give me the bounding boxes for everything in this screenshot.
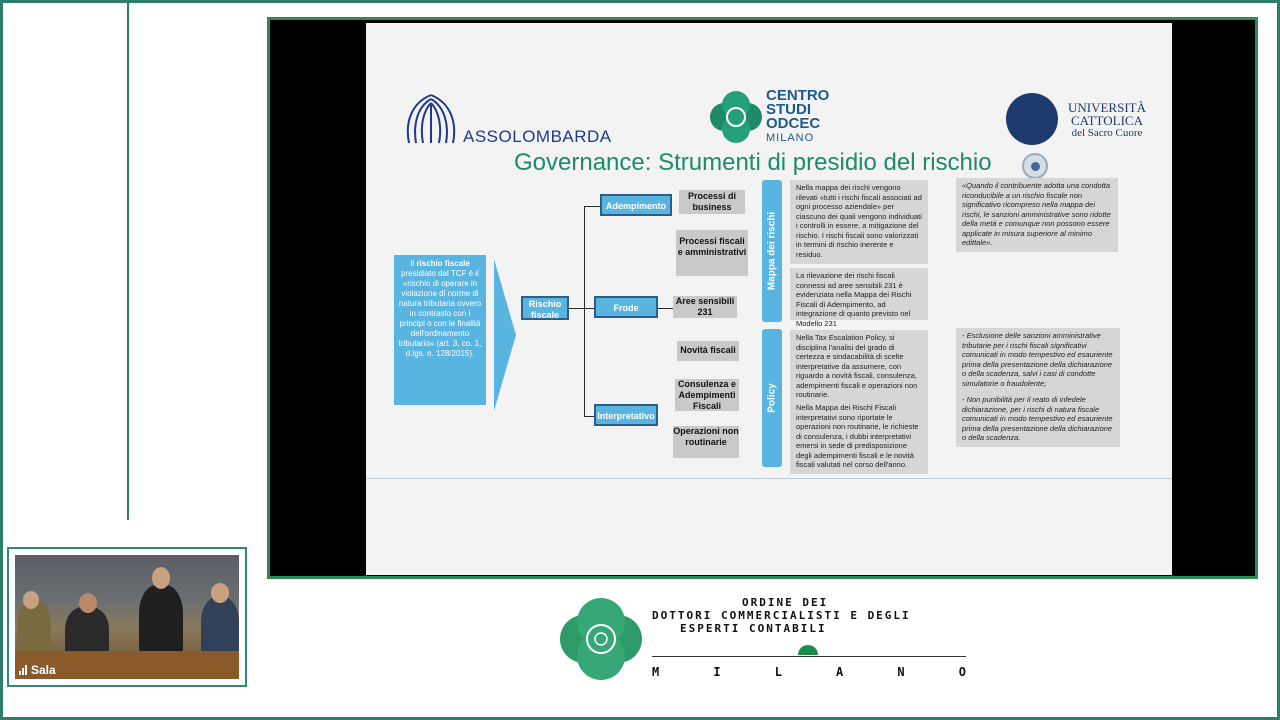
duomo-icon <box>798 645 818 655</box>
item-processi-business: Processi di business <box>679 190 745 214</box>
person-head <box>152 567 170 589</box>
frame-border-bottom <box>0 717 1280 720</box>
note-mappa-1: Nella mappa dei rischi vengono rilevati … <box>790 180 928 264</box>
odcec-line: ORDINE DEI <box>742 596 829 609</box>
room-label-text: Sala <box>31 663 56 677</box>
camera-thumbnail[interactable]: Sala <box>7 547 247 687</box>
note-policy-1: Nella Tax Escalation Policy, si discipli… <box>790 330 928 400</box>
universita-logo-text: UNIVERSITÀ CATTOLICA del Sacro Cuore <box>1068 101 1146 140</box>
category-frode: Frode <box>594 296 658 318</box>
definition-text: presidiato dal TCF è il «rischio di oper… <box>398 269 482 358</box>
city-letter: A <box>836 665 844 679</box>
rischio-fiscale-definition: Il rischio fiscale presidiato dal TCF è … <box>394 255 486 405</box>
person-head <box>211 583 229 603</box>
presentation-slide: ASSOLOMBARDA CENTRO STUDI ODCEC MILANO U… <box>366 23 1172 575</box>
person <box>201 597 239 661</box>
odcec-name: ORDINE DEI DOTTORI COMMERCIALISTI E DEGL… <box>652 596 911 635</box>
centro-studi-logo-text: CENTRO STUDI ODCEC MILANO <box>766 87 830 145</box>
tab-label: Mappa dei rischi <box>766 211 778 291</box>
signal-icon <box>19 665 27 675</box>
logo-line: MILANO <box>766 132 815 144</box>
odcec-line: ESPERTI CONTABILI <box>680 622 827 635</box>
note-policy-2: Nella Mappa dei Rischi Fiscali interpret… <box>790 400 928 474</box>
slide-title: Governance: Strumenti di presidio del ri… <box>514 149 992 176</box>
odcec-line: DOTTORI COMMERCIALISTI E DEGLI <box>652 609 911 622</box>
item-novita-fiscali: Novità fiscali <box>677 341 739 361</box>
connector-line <box>569 308 584 309</box>
main-video[interactable]: ASSOLOMBARDA CENTRO STUDI ODCEC MILANO U… <box>267 17 1258 579</box>
logo-line: del Sacro Cuore <box>1071 127 1143 139</box>
logo-line: UNIVERSITÀ <box>1068 100 1146 115</box>
frame-border-right <box>1277 0 1280 720</box>
city-letter: L <box>774 665 782 679</box>
note-punibilita: - Non punibilità per il reato di infedel… <box>956 392 1120 447</box>
logo-line: CENTRO <box>766 87 830 104</box>
logo-line: CATTOLICA <box>1071 113 1143 128</box>
city-letter: N <box>897 665 905 679</box>
camera-feed: Sala <box>15 555 239 679</box>
room-label: Sala <box>19 663 56 677</box>
category-interpretativo: Interpretativo <box>594 404 658 426</box>
centro-studi-logo-icon <box>710 91 762 143</box>
tab-label: Policy <box>766 383 778 413</box>
slide-divider <box>366 478 1172 479</box>
note-mappa-2: La rilevazione dei rischi fiscali connes… <box>790 268 928 328</box>
risk-eye-icon <box>1022 153 1048 179</box>
person <box>139 585 183 655</box>
definition-text: Il <box>410 259 415 268</box>
logo-line: ODCEC <box>766 115 821 132</box>
person-head <box>79 593 97 613</box>
city-letter: M <box>652 665 660 679</box>
note-quote: «Quando il contribuente adotta una condo… <box>956 178 1118 252</box>
definition-bold: rischio fiscale <box>416 259 470 268</box>
frame-border-left <box>0 0 3 720</box>
tab-mappa-dei-rischi: Mappa dei rischi <box>762 180 782 322</box>
assolombarda-logo-text: ASSOLOMBARDA <box>463 127 612 146</box>
connector-line <box>584 206 600 207</box>
tab-policy: Policy <box>762 329 782 467</box>
city-letter: O <box>958 665 966 679</box>
item-consulenza: Consulenza e Adempimenti Fiscali <box>675 379 739 411</box>
arrow-right-icon <box>494 259 516 411</box>
odcec-city: M I L A N O <box>652 665 966 679</box>
connector-line <box>584 308 594 309</box>
connector-line <box>584 206 585 416</box>
frame-border-top <box>0 0 1280 3</box>
item-processi-fiscali: Processi fiscali e amministrativi <box>676 230 748 276</box>
item-aree-sensibili: Aree sensibili 231 <box>673 296 737 318</box>
desk <box>15 651 239 679</box>
city-letter: I <box>713 665 721 679</box>
odcec-rule <box>652 656 966 657</box>
item-operazioni: Operazioni non routinarie <box>673 426 739 458</box>
rischio-fiscale-node: Rischio fiscale <box>521 296 569 320</box>
logo-line: STUDI <box>766 101 811 118</box>
category-adempimento: Adempimento <box>600 194 672 216</box>
connector-line <box>658 308 674 309</box>
connector-line <box>584 416 594 417</box>
divider-line <box>127 0 129 520</box>
universita-seal-icon <box>1006 93 1058 145</box>
odcec-logo-icon <box>560 598 642 680</box>
person-head <box>23 591 39 609</box>
assolombarda-logo-icon <box>406 94 456 144</box>
note-esclusione: - Esclusione delle sanzioni amministrati… <box>956 328 1120 392</box>
